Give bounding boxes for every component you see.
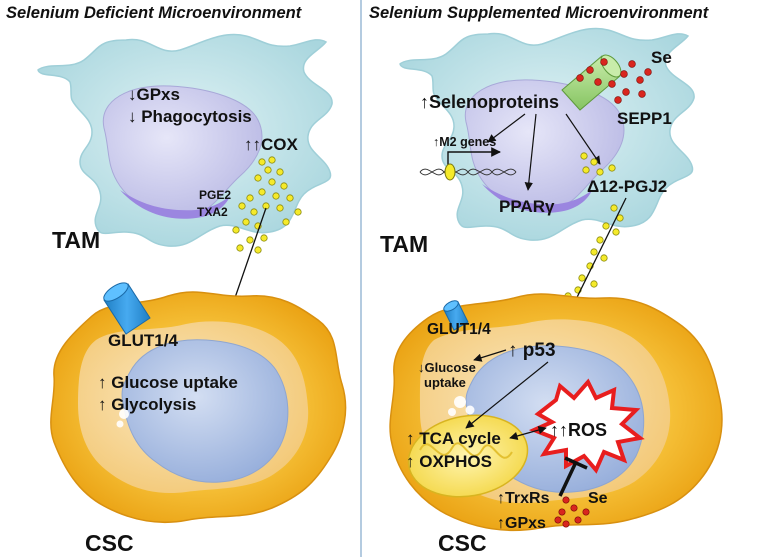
left-tam-cell <box>37 33 333 247</box>
left-csc-label: CSC <box>85 530 134 556</box>
left-gpxs-text: ↓GPxs <box>128 85 180 104</box>
right-glucose-down-text-2: uptake <box>424 375 466 390</box>
left-glycolysis-text: ↑ Glycolysis <box>98 395 196 414</box>
right-tam-cell <box>399 27 695 241</box>
left-prostaglandin-dots <box>232 156 302 254</box>
right-glut-transporter <box>443 300 469 331</box>
arrow-seleno-to-m2 <box>487 113 526 143</box>
m2-gene-arrow <box>447 147 501 168</box>
left-panel-title: Selenium Deficient Microenvironment <box>6 4 303 22</box>
left-tam-label: TAM <box>52 227 100 253</box>
right-ppar-text: PPARγ <box>499 197 555 216</box>
right-m2-genes-text: ↑M2 genes <box>433 135 496 149</box>
right-glut-label: GLUT1/4 <box>427 321 491 338</box>
arrow-p53-to-tca <box>465 361 549 429</box>
right-csc-label: CSC <box>438 530 487 556</box>
right-se-dots-bottom <box>554 496 590 528</box>
trxrs-inhibition-line <box>558 461 578 497</box>
right-se-dots-top <box>576 58 652 104</box>
left-glut-label: GLUT1/4 <box>108 331 178 350</box>
right-oxphos-text: ↑ OXPHOS <box>406 452 492 471</box>
right-glucose-down-text-1: ↓Glucose <box>418 360 476 375</box>
right-tam-label: TAM <box>380 231 428 257</box>
right-selenoproteins-text: ↑Selenoproteins <box>420 92 559 112</box>
trxrs-inhibition-bar <box>564 456 588 470</box>
ppar-binding-element <box>444 163 456 181</box>
right-gpxs-text: ↑GPxs <box>497 515 546 532</box>
ros-burst <box>528 378 645 474</box>
right-panel-title: Selenium Supplemented Microenvironment <box>369 4 710 22</box>
dna-helix <box>419 168 517 176</box>
right-pgj2-dots <box>564 152 624 314</box>
arrow-seleno-to-pgj2 <box>565 113 601 165</box>
right-se-bottom-label: Se <box>588 490 608 507</box>
left-pge2-text: PGE2 <box>199 188 231 202</box>
mitochondrion <box>407 414 529 498</box>
left-glucose-uptake-text: ↑ Glucose uptake <box>98 373 238 392</box>
left-glut-transporter <box>103 282 151 335</box>
right-tca-text: ↑ TCA cycle <box>406 429 501 448</box>
left-phagocytosis-text: ↓ Phagocytosis <box>128 107 252 126</box>
arrow-seleno-to-ppar <box>524 113 537 191</box>
right-sepp1-label: SEPP1 <box>617 109 672 128</box>
left-txa2-text: TXA2 <box>197 205 228 219</box>
right-trxrs-text: ↑TrxRs <box>497 490 550 507</box>
arrow-tca-ros-bidirectional <box>509 425 547 441</box>
left-csc-cell <box>50 291 347 524</box>
right-pgj2-text: Δ12-PGJ2 <box>587 177 667 196</box>
right-ros-text: ↑↑ROS <box>550 420 607 440</box>
arrow-p53-to-glucose <box>473 349 507 362</box>
left-cox-text: ↑↑COX <box>244 135 299 154</box>
right-p53-text: ↑ p53 <box>508 340 556 361</box>
right-se-top-label: Se <box>651 48 672 67</box>
